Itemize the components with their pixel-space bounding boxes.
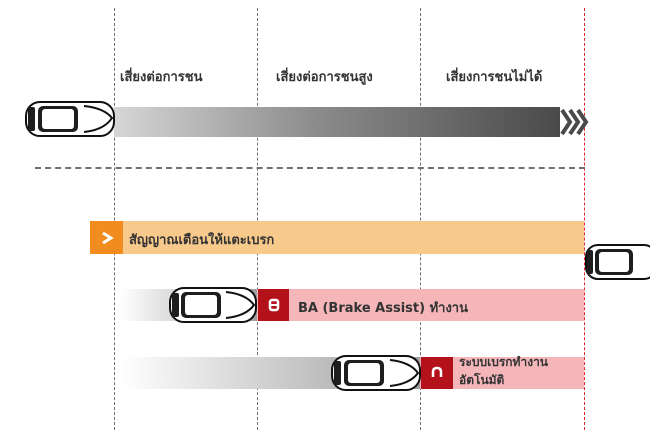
zone-label-unavoidable: เสี่ยงการชนไม่ได้	[446, 70, 543, 85]
collision-limit-line	[584, 8, 585, 430]
auto-brake-icon	[431, 366, 443, 377]
auto-brake-label-line2: อัตโนมัติ	[459, 373, 505, 387]
warning-label: สัญญาณเตือนให้แตะเบรก	[129, 233, 275, 248]
guide-line-1	[114, 8, 115, 430]
speed-arrow	[114, 107, 589, 137]
chevron-right-icon	[101, 231, 114, 244]
car-icon-auto-brake	[331, 355, 421, 391]
brake-assist-band	[257, 289, 584, 321]
guide-line-2	[257, 8, 258, 430]
warning-badge	[90, 221, 123, 254]
car-icon-approaching	[25, 101, 115, 137]
brake-assist-badge	[258, 289, 289, 321]
brake-assist-label: BA (Brake Assist) ทำงาน	[298, 301, 468, 316]
zone-label-high-risk: เสี่ยงต่อการชนสูง	[276, 70, 373, 85]
zone-label-risk: เสี่ยงต่อการชน	[120, 70, 203, 85]
brake-assist-icon	[268, 298, 279, 312]
warning-band	[114, 221, 584, 254]
car-icon-brake-assist	[169, 287, 257, 323]
car-icon-ahead	[585, 244, 650, 280]
guide-line-3	[420, 8, 421, 430]
divider-line	[35, 167, 585, 169]
auto-brake-badge	[421, 357, 453, 389]
auto-brake-label-line1: ระบบเบรกทำงาน	[459, 355, 549, 369]
